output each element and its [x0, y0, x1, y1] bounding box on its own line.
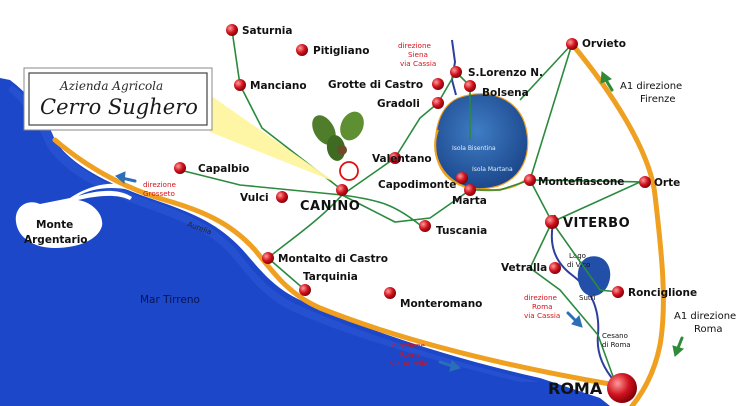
label-monte-argentario-1: Monte: [36, 219, 73, 231]
label-orvieto: Orvieto: [582, 38, 626, 50]
circle-marker-icon: [339, 161, 359, 181]
red-dot-icon: [299, 284, 311, 296]
label-saturnia: Saturnia: [242, 25, 292, 37]
label-gradoli: Gradoli: [377, 98, 420, 110]
label-monteromano: Monteromano: [400, 298, 482, 310]
label-bolsena: Bolsena: [482, 87, 529, 99]
label-manciano: Manciano: [250, 80, 307, 92]
label-vulci: Vulci: [240, 192, 269, 204]
label-di-vico: di Vico: [567, 261, 590, 269]
red-dot-icon: [276, 191, 288, 203]
cork-oak-leaf-icon: [312, 111, 364, 161]
arrow-grosseto-icon: [115, 171, 137, 185]
red-dot-icon: [566, 38, 578, 50]
label-monte-argentario-2: Argentario: [24, 234, 88, 246]
label-dir-roma-cassia-2: Roma: [532, 302, 552, 311]
label-dir-grosseto-1: direzione: [143, 180, 177, 189]
label-lago: Lago: [569, 252, 586, 260]
label-pitigliano: Pitigliano: [313, 45, 369, 57]
lake-bolsena: [434, 93, 529, 190]
label-capalbio: Capalbio: [198, 163, 249, 175]
red-dot-icon: [464, 80, 476, 92]
red-dot-icon: [432, 78, 444, 90]
arrow-a1-firenze-icon: [600, 71, 614, 92]
label-a1-firenze-2: Firenze: [640, 94, 676, 105]
red-dot-icon: [419, 220, 431, 232]
label-marta: Marta: [452, 195, 487, 207]
label-isola-bisentina: Isola Bisentina: [452, 145, 496, 152]
label-tarquinia: Tarquinia: [303, 271, 358, 283]
label-capodimonte: Capodimonte: [378, 179, 456, 191]
red-dot-icon: [607, 373, 637, 403]
red-dot-icon: [450, 66, 462, 78]
red-dot-icon: [549, 262, 561, 274]
logo-line1: Azienda Agricola: [59, 79, 163, 93]
label-dir-siena-2: Siena: [408, 50, 428, 59]
red-dot-icon: [226, 24, 238, 36]
label-viterbo: VITERBO: [563, 216, 630, 231]
red-dot-icon: [639, 176, 651, 188]
label-a1-firenze-1: A1 direzione: [620, 81, 682, 92]
sea: [0, 78, 610, 406]
red-dot-icon: [545, 215, 559, 229]
label-dir-roma-cassia-1: direzione: [524, 293, 558, 302]
label-mar-tirreno: Mar Tirreno: [140, 294, 200, 306]
label-s-lorenzo: S.Lorenzo N.: [468, 67, 543, 79]
arrow-roma-cassia-icon: [566, 311, 583, 328]
river-south: [550, 214, 616, 383]
label-ronciglione: Ronciglione: [628, 287, 697, 299]
label-dir-roma-aurelia-3: via Aurelia: [390, 359, 428, 368]
logo-pointer: [210, 95, 335, 182]
lake-vico: [577, 256, 611, 297]
red-dot-icon: [432, 97, 444, 109]
red-dot-icon: [174, 162, 186, 174]
arrow-a1-roma-icon: [672, 336, 685, 357]
label-montalto: Montalto di Castro: [278, 253, 388, 265]
label-grotte-di-castro: Grotte di Castro: [328, 79, 423, 91]
label-cesano-2: di Roma: [602, 341, 631, 349]
logo: Azienda Agricola Cerro Sughero: [23, 67, 213, 131]
logo-line2: Cerro Sughero: [40, 95, 198, 119]
label-isola-martana: Isola Martana: [472, 166, 513, 173]
red-dot-icon: [464, 184, 476, 196]
label-cesano-1: Cesano: [602, 332, 628, 340]
label-roma: ROMA: [548, 379, 603, 398]
label-orte: Orte: [654, 177, 680, 189]
red-dot-icon: [234, 79, 246, 91]
roads: [179, 29, 646, 383]
label-vetralla: Vetralla: [501, 262, 547, 274]
label-dir-grosseto-2: Grosseto: [143, 189, 175, 198]
highway-a1: [569, 41, 666, 406]
label-tuscania: Tuscania: [436, 225, 487, 237]
label-a1-roma-1: A1 direzione: [674, 311, 736, 322]
label-valentano: Valentano: [372, 153, 432, 165]
label-dir-roma-aurelia-2: Roma: [400, 350, 420, 359]
label-a1-roma-2: Roma: [694, 324, 723, 335]
label-dir-siena-3: via Cassia: [400, 59, 436, 68]
red-dot-icon: [262, 252, 274, 264]
label-dir-siena-1: direzione: [398, 41, 432, 50]
label-dir-roma-aurelia-1: direzione: [392, 341, 426, 350]
monte-argentario: [15, 183, 132, 248]
label-dir-roma-cassia-3: via Cassia: [524, 311, 560, 320]
red-dot-icon: [612, 286, 624, 298]
red-dot-icon: [524, 174, 536, 186]
label-sutri: Sutri: [579, 294, 596, 302]
red-dot-icon: [456, 172, 468, 184]
red-dot-icon: [336, 184, 348, 196]
label-canino: CANINO: [300, 199, 360, 214]
town-dots: [174, 24, 651, 403]
arrow-roma-aurelia-icon: [438, 360, 462, 372]
red-dot-icon: [384, 287, 396, 299]
red-dot-icon: [389, 152, 401, 164]
red-dot-icon: [296, 44, 308, 56]
label-montefiascone: Montefiascone: [538, 176, 624, 188]
